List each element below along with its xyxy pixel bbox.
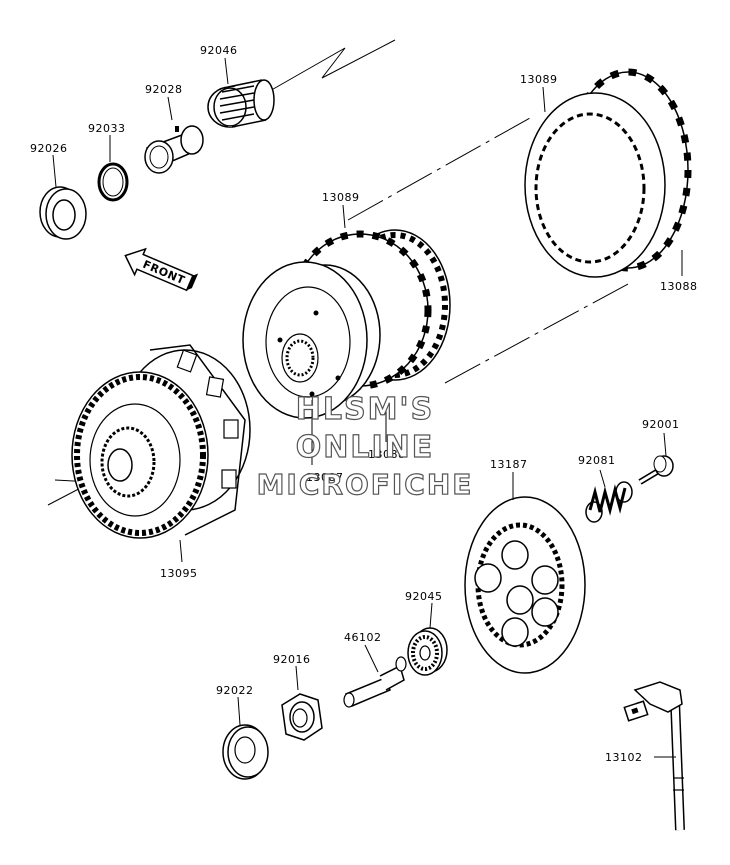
friction-plate-13089-right[interactable]	[524, 68, 692, 278]
label-92001: 92001	[642, 418, 680, 431]
front-label: FRONT	[141, 258, 187, 287]
watermark-line-2: ONLINE	[295, 429, 435, 465]
spring-92081[interactable]	[585, 481, 633, 523]
leader-lines	[52, 57, 683, 758]
bolt-92001[interactable]	[638, 455, 674, 485]
label-13089-middle: 13089	[322, 191, 360, 204]
label-92028: 92028	[145, 83, 183, 96]
ball-bearing-92045[interactable]	[407, 627, 448, 676]
label-92022: 92022	[216, 684, 254, 697]
pressure-plate-13187[interactable]	[464, 496, 586, 674]
label-13088-right: 13088	[660, 280, 698, 293]
nut-92016[interactable]	[281, 693, 323, 741]
part-labels: 92046 92028 92033 92026 13089 13089 1308…	[30, 44, 698, 764]
clutch-housing-13095[interactable]	[71, 344, 251, 539]
label-46102: 46102	[344, 631, 382, 644]
label-13089-right: 13089	[520, 73, 558, 86]
label-13088-middle: 13088	[368, 448, 406, 461]
label-92045: 92045	[405, 590, 443, 603]
label-13187: 13187	[490, 458, 528, 471]
label-92033: 92033	[88, 122, 126, 135]
push-rod-46102[interactable]	[343, 656, 407, 708]
circlip-92033[interactable]	[97, 162, 129, 202]
washer-92022[interactable]	[222, 724, 269, 780]
label-92046: 92046	[200, 44, 238, 57]
watermark-line-1: HLSM'S	[295, 391, 435, 427]
needle-bearing-92046[interactable]	[207, 79, 275, 128]
washer-92026[interactable]	[39, 186, 87, 240]
clutch-hub-13087[interactable]	[242, 261, 381, 419]
sleeve-92028[interactable]	[144, 125, 204, 174]
label-92081: 92081	[578, 454, 616, 467]
label-92026: 92026	[30, 142, 68, 155]
label-13102: 13102	[605, 751, 643, 764]
label-13095: 13095	[160, 567, 198, 580]
front-arrow: FRONT	[124, 247, 199, 292]
watermark-line-3: MICROFICHE	[256, 467, 474, 501]
release-shaft-13102[interactable]	[623, 681, 685, 831]
assembly-lines	[47, 39, 631, 506]
label-13087: 13087	[306, 471, 344, 484]
label-92016: 92016	[273, 653, 311, 666]
